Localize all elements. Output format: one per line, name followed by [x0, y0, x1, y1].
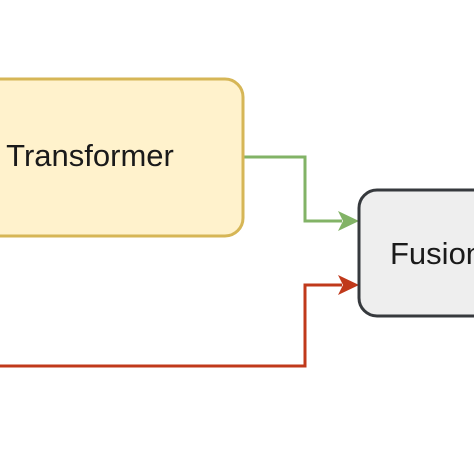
- transformer-label: Transformer: [6, 138, 174, 173]
- edge-transformer-to-fusion-arrowhead: [338, 211, 359, 231]
- node-transformer: Transformer: [0, 77, 245, 238]
- node-fusion: Fusion: [357, 188, 474, 318]
- edge-lower-to-fusion: [0, 283, 342, 368]
- fusion-box: [357, 188, 474, 318]
- fusion-label: Fusion: [390, 236, 474, 271]
- edge-lower-to-fusion-arrowhead: [338, 275, 359, 295]
- edge-transformer-to-fusion: [244, 155, 342, 223]
- transformer-box: [0, 77, 245, 238]
